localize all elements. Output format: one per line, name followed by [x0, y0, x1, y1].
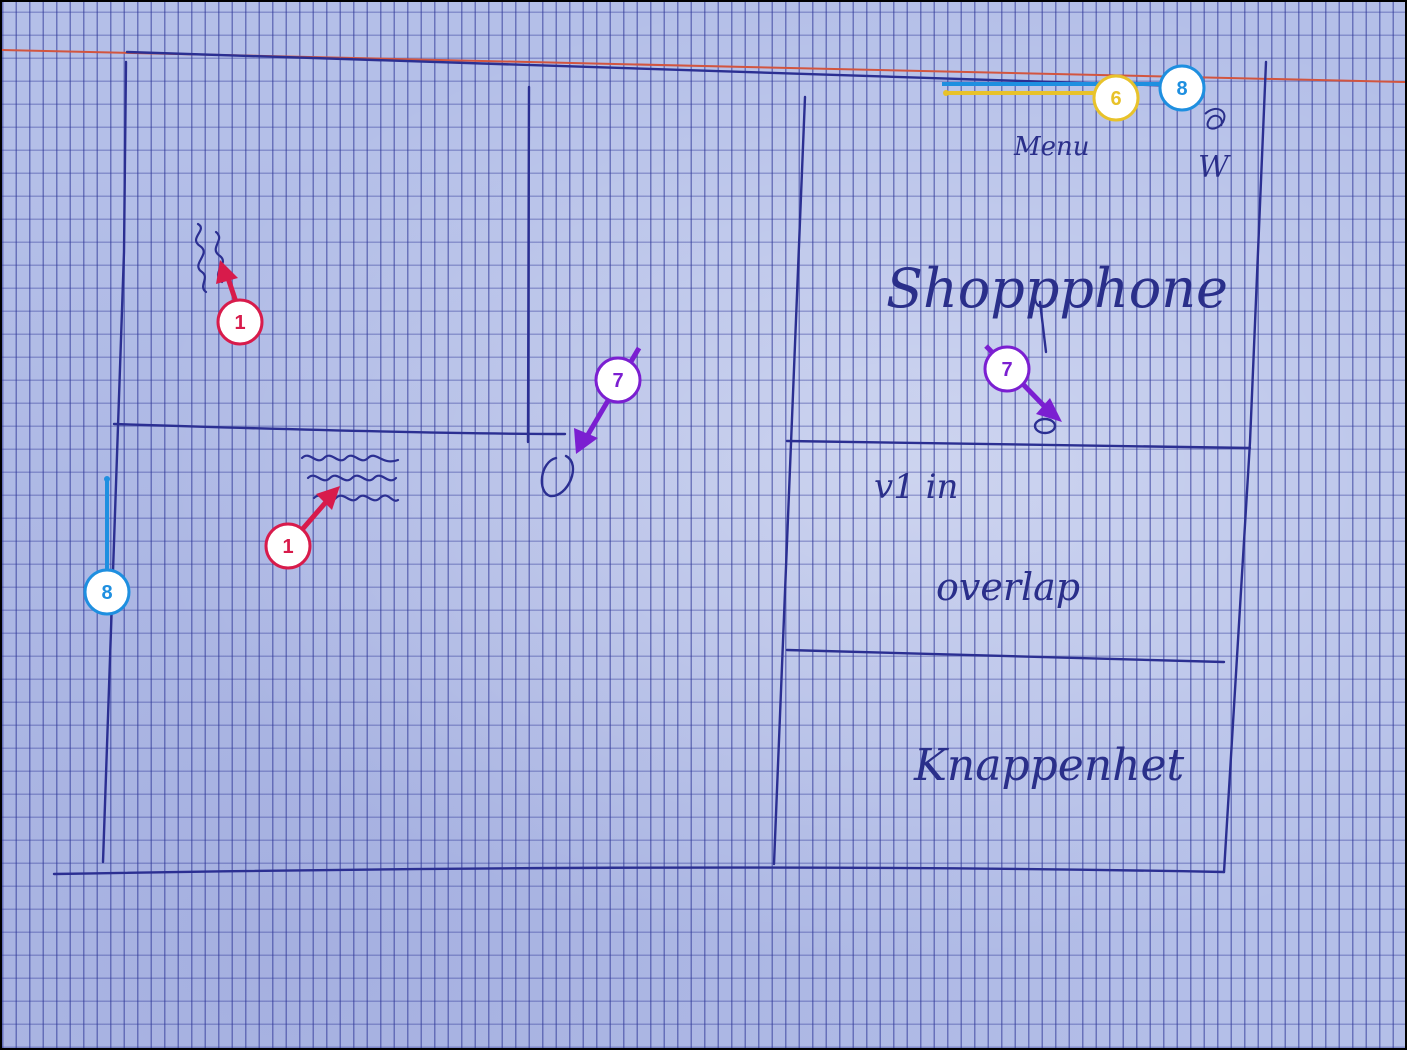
circle-button-sketch [542, 456, 573, 496]
annotation-label: 1 [282, 536, 293, 558]
annotation-badge-7-left: 7 [574, 348, 640, 454]
corner-mark: W [1198, 150, 1231, 185]
wavy-text-line-1 [302, 456, 398, 462]
annotation-badge-7-right: 7 [985, 346, 1062, 422]
right-horizontal-divider-1 [787, 441, 1250, 448]
annotation-badge-8-left: 8 [85, 476, 129, 614]
small-circle-sketch [1035, 419, 1055, 433]
top-border [127, 52, 1182, 86]
wavy-text-line-2 [308, 476, 396, 481]
right-column-divider [774, 97, 805, 864]
annotation-label: 8 [101, 582, 112, 604]
left-border [103, 62, 126, 862]
squiggle-marks [196, 224, 398, 501]
main-heading: Shoppphone [886, 257, 1228, 320]
center-divider [528, 87, 529, 442]
footer-note: Knappenhet [913, 740, 1185, 791]
left-horizontal-divider [114, 424, 565, 434]
right-border [1224, 62, 1266, 872]
header-note: Menu [1013, 132, 1090, 162]
annotation-label: 7 [612, 370, 623, 392]
annotation-arrow-shaft [300, 502, 326, 532]
bottom-border [54, 868, 1224, 874]
annotation-line-end [943, 90, 949, 96]
squiggle-icon-1 [196, 224, 206, 292]
lower-note-line1: v1 in [874, 467, 958, 507]
annotation-arrow-head [574, 428, 598, 454]
annotation-arrow-head [216, 260, 238, 284]
annotation-label: 1 [234, 312, 245, 334]
annotation-line-end [104, 476, 110, 482]
annotation-label: 7 [1001, 359, 1012, 381]
corner-scribble [1205, 109, 1224, 129]
lower-note-line2: overlap [936, 565, 1080, 609]
right-horizontal-divider-2 [787, 650, 1224, 662]
annotation-badge-1-top: 1 [216, 260, 262, 344]
annotation-label: 6 [1110, 88, 1121, 110]
annotation-badge-1-bottom: 1 [266, 486, 340, 568]
annotation-label: 8 [1176, 78, 1187, 100]
